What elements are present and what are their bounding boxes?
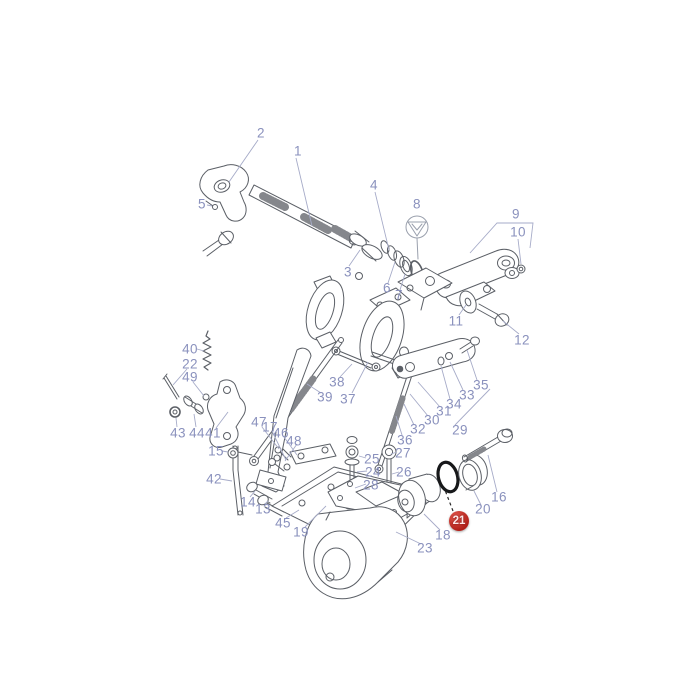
- callout-31[interactable]: 31: [436, 403, 452, 419]
- part-bolt-12: [476, 303, 510, 327]
- part-bolt-16: [461, 428, 513, 463]
- callout-5[interactable]: 5: [198, 196, 206, 212]
- callout-45[interactable]: 45: [275, 515, 291, 531]
- parts-17-46-47-48: [268, 443, 337, 472]
- callout-18[interactable]: 18: [435, 527, 451, 543]
- callout-35[interactable]: 35: [473, 377, 489, 393]
- part-oring-21: [436, 460, 460, 494]
- callout-2[interactable]: 2: [257, 125, 265, 141]
- highlight-leader: [444, 489, 454, 512]
- callout-29[interactable]: 29: [452, 422, 468, 438]
- pivot-block: [397, 267, 453, 311]
- callout-25[interactable]: 25: [364, 451, 380, 467]
- callout-43[interactable]: 43: [170, 425, 186, 441]
- triangle-logo-icon: [405, 215, 429, 260]
- callout-19[interactable]: 19: [293, 524, 309, 540]
- part-lever-2: [199, 164, 249, 222]
- callout-3[interactable]: 3: [344, 264, 352, 280]
- part-lever-29: [370, 336, 480, 379]
- part-bushing-3: [349, 230, 383, 280]
- part-shaft-1: [248, 184, 358, 249]
- callout-15[interactable]: 15: [208, 443, 224, 459]
- callout-14[interactable]: 14: [240, 494, 256, 510]
- callout-32[interactable]: 32: [410, 421, 426, 437]
- callout-30[interactable]: 30: [424, 412, 440, 428]
- part-bolt-15: [227, 447, 253, 459]
- callout-42[interactable]: 42: [206, 471, 222, 487]
- pedal-lever: [255, 347, 312, 493]
- leader-lines: [172, 139, 534, 545]
- callout-7[interactable]: 7: [395, 287, 403, 303]
- callout-6[interactable]: 6: [383, 280, 391, 296]
- clamp-bolt: [202, 230, 234, 257]
- callout-13[interactable]: 13: [255, 501, 271, 517]
- callout-20[interactable]: 20: [475, 501, 491, 517]
- callout-16[interactable]: 16: [491, 489, 507, 505]
- callout-41[interactable]: 41: [205, 425, 221, 441]
- callout-23[interactable]: 23: [417, 540, 433, 556]
- part-screw-5: [205, 200, 218, 210]
- callout-48[interactable]: 48: [286, 433, 302, 449]
- part-arm-9: [433, 248, 520, 307]
- callout-9[interactable]: 9: [512, 206, 520, 222]
- part-piston-18: [397, 473, 441, 519]
- callout-22[interactable]: 22: [182, 356, 198, 372]
- part-pin-22: [162, 373, 180, 400]
- callout-27[interactable]: 27: [395, 445, 411, 461]
- callout-34[interactable]: 34: [446, 396, 462, 412]
- callout-12[interactable]: 12: [514, 332, 530, 348]
- highlighted-callout-21[interactable]: 21: [449, 511, 469, 531]
- callout-4[interactable]: 4: [370, 177, 378, 193]
- callout-1[interactable]: 1: [294, 143, 302, 159]
- callout-33[interactable]: 33: [459, 387, 475, 403]
- callout-17[interactable]: 17: [262, 419, 278, 435]
- callout-10[interactable]: 10: [510, 224, 526, 240]
- callout-49[interactable]: 49: [182, 369, 198, 385]
- callout-44[interactable]: 44: [189, 425, 205, 441]
- callout-38[interactable]: 38: [329, 374, 345, 390]
- part-nut-10: [516, 264, 526, 274]
- callout-46[interactable]: 46: [273, 425, 289, 441]
- part-spring-40: [202, 330, 212, 371]
- callout-36[interactable]: 36: [397, 432, 413, 448]
- callout-8[interactable]: 8: [413, 196, 421, 212]
- callout-39[interactable]: 39: [317, 389, 333, 405]
- callout-24[interactable]: 24: [365, 464, 381, 480]
- callout-40[interactable]: 40: [182, 341, 198, 357]
- part-collar-20: [458, 454, 488, 491]
- callout-11[interactable]: 11: [448, 313, 464, 329]
- callout-26[interactable]: 26: [396, 464, 412, 480]
- callout-37[interactable]: 37: [340, 391, 356, 407]
- callout-28[interactable]: 28: [363, 477, 379, 493]
- part-link-38: [331, 346, 381, 372]
- callout-47[interactable]: 47: [251, 414, 267, 430]
